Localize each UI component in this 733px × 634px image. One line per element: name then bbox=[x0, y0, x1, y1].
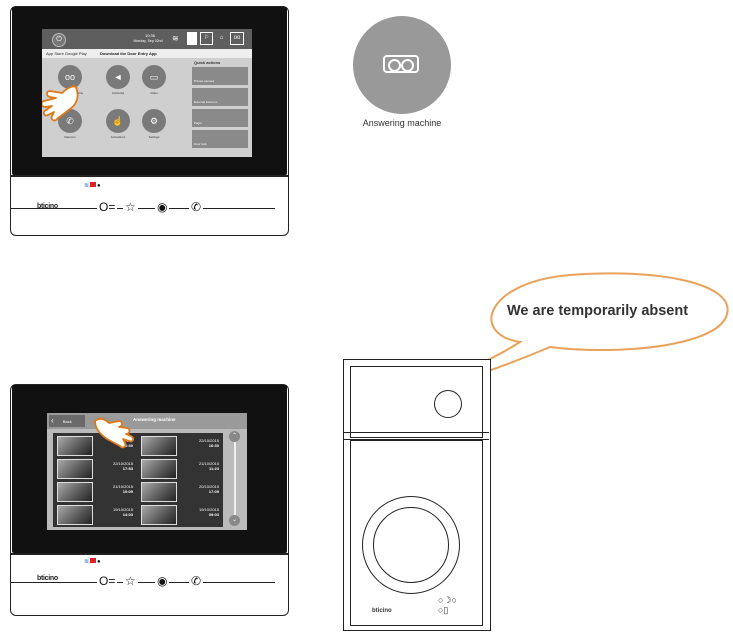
speaker-inner bbox=[373, 507, 449, 583]
answering-machine-caption: Answering machine bbox=[340, 118, 464, 128]
panel-brand: bticino bbox=[372, 608, 392, 614]
home-label-settings: Settings bbox=[134, 135, 174, 139]
quick-action-door-lock[interactable]: Door lock bbox=[192, 130, 248, 148]
power-icon[interactable]: ⏻ bbox=[52, 33, 66, 47]
pointing-hand-icon bbox=[93, 415, 141, 455]
bottom-button-line bbox=[11, 582, 275, 583]
door-status-icon: ○☽○ bbox=[438, 596, 457, 605]
top-indicator-icons: ≋● bbox=[84, 182, 101, 189]
status-time: 10:36 bbox=[130, 33, 170, 38]
door-icon[interactable]: ⌂ bbox=[215, 32, 228, 45]
cameras-home-icon[interactable]: ◄ bbox=[106, 65, 130, 89]
pointing-hand-icon bbox=[42, 83, 82, 127]
quick-action-pager[interactable]: Pager bbox=[192, 109, 248, 127]
back-button[interactable]: ‹ Back bbox=[49, 415, 85, 427]
favorite-button-icon[interactable]: ☆ bbox=[123, 575, 138, 587]
answering-machine-large-icon bbox=[353, 16, 451, 114]
mute-icon[interactable]: ⚐ bbox=[200, 32, 213, 45]
bottom-monitor-divider bbox=[10, 553, 289, 555]
panel-ledge bbox=[344, 432, 489, 440]
key-button-icon[interactable]: O= bbox=[97, 201, 117, 213]
top-monitor: ⏻ 10:36 Monday, Sep 02nd ≋ ⚐ ⌂ oo App St… bbox=[10, 6, 289, 236]
home-label-intercom: Intercom bbox=[50, 135, 90, 139]
activations-home-icon[interactable]: ☝ bbox=[106, 109, 130, 133]
message-thumb[interactable] bbox=[141, 459, 177, 479]
answering-machine-status-icon[interactable]: oo bbox=[230, 32, 244, 45]
answer-call-button-icon[interactable]: ✆ bbox=[189, 575, 203, 587]
message-thumb[interactable] bbox=[141, 436, 177, 456]
settings-home-icon[interactable]: ⚙ bbox=[142, 109, 166, 133]
bottom-indicator-icons: ≋● bbox=[84, 558, 101, 565]
back-label: Back bbox=[63, 419, 72, 424]
am-title-bar: ‹ Back Answering machine bbox=[47, 413, 247, 429]
home-label-video: Video bbox=[134, 91, 174, 95]
bottom-monitor-brand: bticino bbox=[37, 575, 58, 582]
speech-bubble-text: We are temporarily absent bbox=[507, 303, 688, 319]
scrollbar-track[interactable] bbox=[234, 439, 236, 519]
bottom-monitor-screen: ‹ Back Answering machine 22/10/201516:30… bbox=[12, 385, 287, 553]
camera-eye-button-icon[interactable]: ◉ bbox=[155, 575, 169, 587]
message-thumb[interactable] bbox=[141, 482, 177, 502]
message-thumb[interactable] bbox=[141, 505, 177, 525]
answer-call-button-icon[interactable]: ✆ bbox=[189, 201, 203, 213]
phone-status-icon[interactable] bbox=[187, 32, 197, 45]
top-button-line bbox=[11, 208, 275, 209]
wifi-icon: ≋ bbox=[172, 34, 179, 43]
bottom-lcd: ‹ Back Answering machine 22/10/201516:30… bbox=[47, 413, 247, 530]
video-home-icon[interactable]: ▭ bbox=[142, 65, 166, 89]
message-thumb[interactable] bbox=[57, 505, 93, 525]
quick-action-private-camera[interactable]: Private camera bbox=[192, 67, 248, 85]
quick-action-external-intercom[interactable]: External intercom bbox=[192, 88, 248, 106]
camera-eye-button-icon[interactable]: ◉ bbox=[155, 201, 169, 213]
top-monitor-screen: ⏻ 10:36 Monday, Sep 02nd ≋ ⚐ ⌂ oo App St… bbox=[12, 7, 287, 175]
top-lcd: ⏻ 10:36 Monday, Sep 02nd ≋ ⚐ ⌂ oo App St… bbox=[42, 29, 252, 157]
status-date: Monday, Sep 02nd bbox=[118, 39, 178, 43]
home-label-activations: Activations bbox=[98, 135, 138, 139]
key-button-icon[interactable]: O= bbox=[97, 575, 117, 587]
tape-icon bbox=[383, 55, 419, 73]
back-arrow-icon: ‹ bbox=[51, 416, 54, 425]
status-bar: ⏻ 10:36 Monday, Sep 02nd ≋ ⚐ ⌂ oo bbox=[42, 29, 252, 49]
scroll-up-icon[interactable]: ⌃ bbox=[229, 431, 240, 442]
camera-lens bbox=[434, 390, 462, 418]
scroll-down-icon[interactable]: ⌄ bbox=[229, 515, 240, 526]
store-banner-text: Download the Door Entry App bbox=[100, 49, 157, 58]
store-banner[interactable]: App Store Google Play Download the Door … bbox=[42, 49, 252, 58]
message-thumb[interactable] bbox=[57, 436, 93, 456]
message-thumb[interactable] bbox=[57, 482, 93, 502]
door-open-icon: ○▯ bbox=[438, 606, 448, 615]
favorite-button-icon[interactable]: ☆ bbox=[123, 201, 138, 213]
store-badges: App Store Google Play bbox=[46, 49, 87, 58]
bottom-monitor: ‹ Back Answering machine 22/10/201516:30… bbox=[10, 384, 289, 616]
quick-actions-title: Quick actions bbox=[194, 60, 220, 65]
top-monitor-divider bbox=[10, 175, 289, 177]
entrance-panel: bticino ○☽○ ○▯ bbox=[343, 359, 491, 631]
panel-top-frame bbox=[350, 366, 483, 438]
home-label-cameras: Cameras bbox=[98, 91, 138, 95]
message-thumb[interactable] bbox=[57, 459, 93, 479]
